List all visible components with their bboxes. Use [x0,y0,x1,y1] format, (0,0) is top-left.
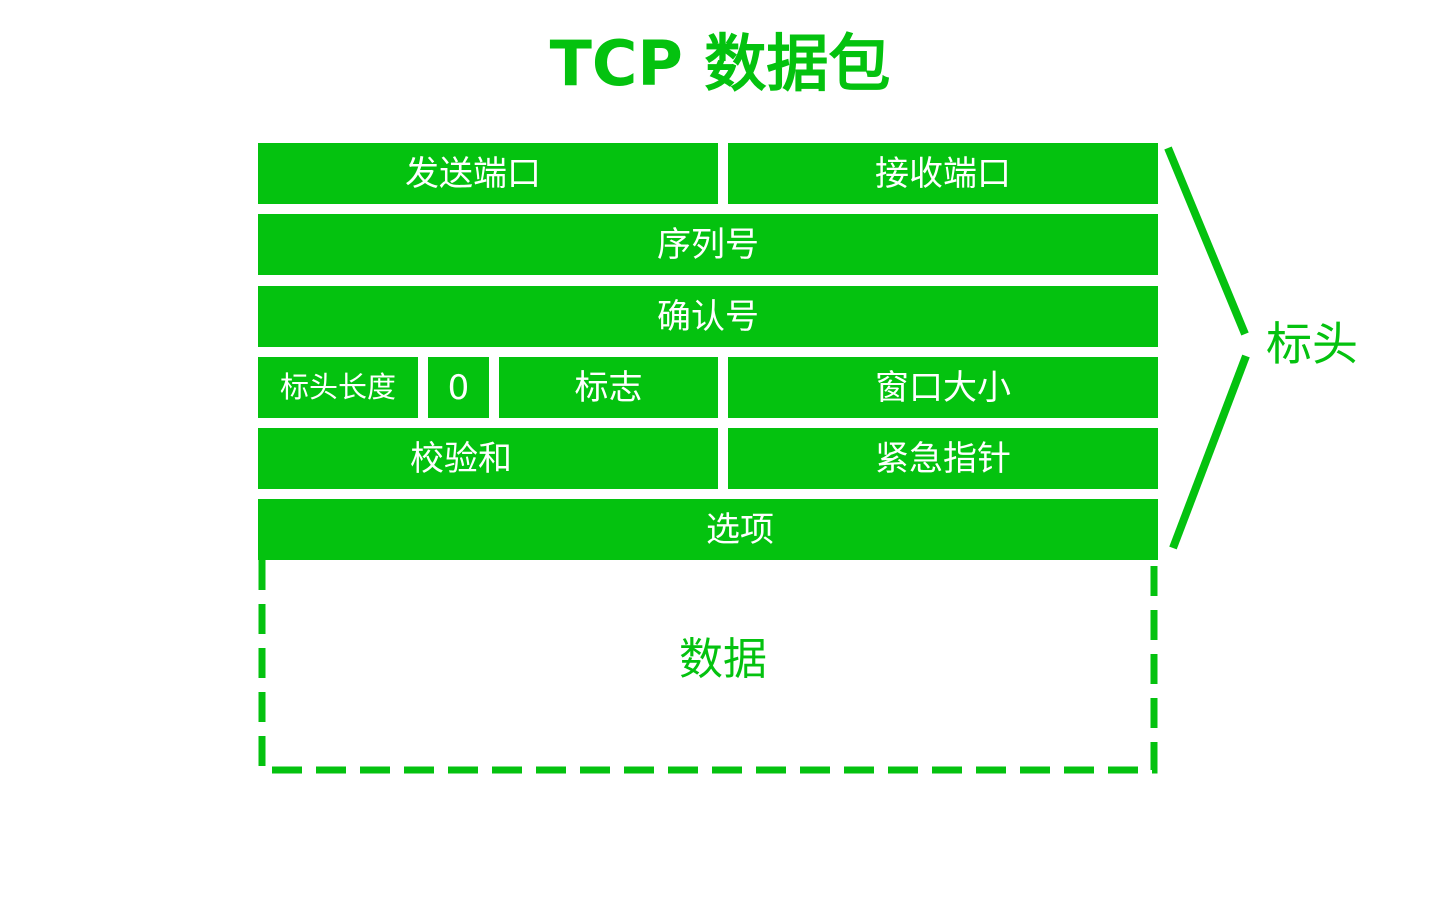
field-flags: 标志 [499,357,718,418]
field-reserved: 0 [428,357,489,418]
field-options: 选项 [258,499,1158,560]
field-checksum: 校验和 [258,428,718,489]
field-dest-port: 接收端口 [728,143,1158,204]
diagram-title: TCP 数据包 [549,27,891,100]
field-ack-number: 确认号 [258,286,1158,347]
bracket-upper-stroke [1164,146,1249,336]
field-header-length: 标头长度 [258,357,418,418]
field-sequence-number: 序列号 [258,214,1158,275]
field-window-size: 窗口大小 [728,357,1158,418]
data-region [258,560,1158,774]
header-label: 标头 [1266,317,1358,371]
field-urgent-pointer: 紧急指针 [728,428,1158,489]
data-label: 数据 [679,634,767,685]
bracket-lower-stroke [1169,354,1250,550]
field-source-port: 发送端口 [258,143,718,204]
